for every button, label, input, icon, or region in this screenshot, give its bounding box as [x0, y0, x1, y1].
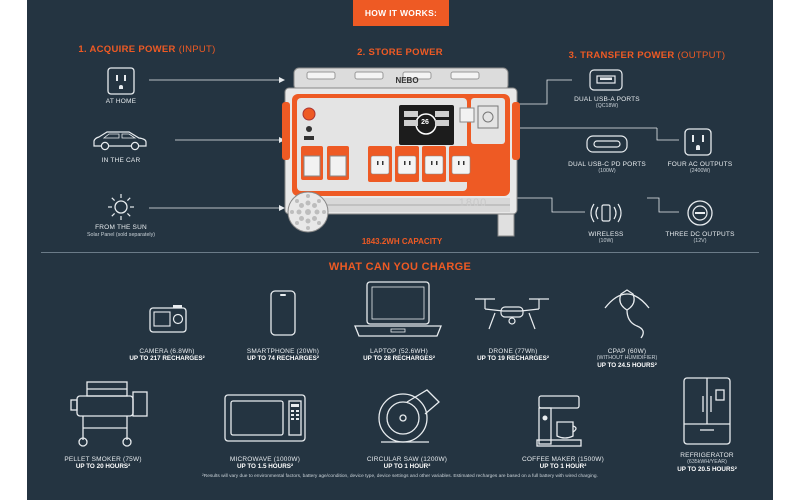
smartphone-label: SMARTPHONE (20Wh) [246, 348, 320, 355]
camera-label: CAMERA (6.8Wh) [139, 348, 195, 355]
laptop-icon [354, 281, 442, 337]
microwave-icon [224, 394, 306, 442]
action-camera-icon [149, 305, 187, 333]
saw-label: CIRCULAR SAW (1200W) [366, 456, 448, 463]
ac-outputs-spec: (2400W) [689, 168, 711, 174]
usb-a-icon [589, 69, 623, 91]
dc-outputs-spec: (12V) [693, 238, 707, 244]
wireless-spec: (10W) [598, 238, 614, 244]
saw-stat: UP TO 1 HOUR² [383, 463, 431, 470]
laptop-label: LAPTOP (52.6WH) [369, 348, 429, 355]
pellet-smoker-icon [70, 381, 148, 447]
ac-outputs-label: FOUR AC OUTPUTS [667, 161, 733, 168]
drone-stat: UP TO 19 RECHARGES² [477, 355, 549, 362]
smoker-label: PELLET SMOKER (75W) [64, 456, 142, 463]
how-it-works-badge: HOW IT WORKS: [353, 0, 449, 26]
infographic: HOW IT WORKS: 1. ACQUIRE POWER (INPUT) 2… [27, 0, 773, 500]
results-footnote: ²Results will vary due to environmental … [202, 474, 598, 479]
smoker-stat: UP TO 20 HOURS² [75, 463, 131, 470]
ac-outlet-icon [684, 128, 712, 156]
connector-lines [149, 77, 679, 213]
coffee-label: COFFEE MAKER (1500W) [521, 456, 605, 463]
camera-stat: UP TO 217 RECHARGES² [129, 355, 205, 362]
smartphone-stat: UP TO 74 RECHARGES² [247, 355, 319, 362]
wireless-label: WIRELESS [588, 231, 624, 238]
dc-output-icon [687, 200, 713, 226]
drone-label: DRONE (77Wh) [488, 348, 538, 355]
usb-a-label: DUAL USB-A PORTS [574, 96, 640, 103]
fridge-label: REFRIGERATOR [680, 452, 734, 459]
acquire-power-title: 1. ACQUIRE POWER [78, 44, 176, 55]
smartphone-icon [270, 290, 296, 336]
power-station [282, 67, 520, 237]
drone-icon [475, 298, 549, 330]
usb-c-label: DUAL USB-C PD PORTS [568, 161, 646, 168]
station-model: 1800 [458, 197, 488, 209]
input-car-label: IN THE CAR [101, 157, 141, 164]
refrigerator-icon [683, 377, 731, 445]
acquire-power-note: (INPUT) [178, 44, 216, 55]
input-sun-note: Solar Panel (sold separately) [86, 232, 156, 238]
station-brand: NEBO [395, 76, 419, 85]
fridge-stat: UP TO 20.5 HOURS² [677, 466, 737, 473]
fridge-note: (635kWH/YEAR) [687, 459, 727, 465]
coffee-maker-icon [536, 395, 582, 447]
laptop-stat: UP TO 28 RECHARGES² [363, 355, 435, 362]
sun-icon [108, 194, 134, 220]
usb-c-spec: (100W) [598, 168, 616, 174]
circular-saw-icon [378, 389, 440, 443]
dc-outputs-label: THREE DC OUTPUTS [665, 231, 735, 238]
microwave-stat: UP TO 1.5 HOURS² [236, 463, 294, 470]
station-screen-value: 26 [421, 119, 429, 126]
what-can-you-charge-title: WHAT CAN YOU CHARGE [328, 261, 472, 273]
coffee-stat: UP TO 1 HOUR² [539, 463, 587, 470]
car-icon [93, 131, 147, 151]
transfer-power-title: 3. TRANSFER POWER [568, 50, 675, 61]
cpap-mask-icon [604, 289, 650, 339]
microwave-label: MICROWAVE (1000W) [229, 456, 301, 463]
wireless-charging-icon [590, 203, 622, 223]
usb-a-spec: (QC18W) [595, 103, 619, 109]
store-power-header: 2. STORE POWER [357, 47, 443, 58]
cpap-note: (WITHOUT HUMIDIFIER) [596, 355, 658, 361]
transfer-power-note: (OUTPUT) [677, 50, 726, 61]
capacity-label: 1843.2WH CAPACITY [361, 237, 443, 246]
cpap-label: CPAP (60W) [607, 348, 647, 355]
usb-c-icon [586, 135, 628, 153]
wall-outlet-icon [107, 67, 135, 95]
input-sun-label: FROM THE SUN [95, 224, 147, 231]
transfer-power-header: 3. TRANSFER POWER (OUTPUT) [569, 50, 726, 61]
input-home-label: AT HOME [105, 98, 137, 105]
cpap-stat: UP TO 24.5 HOURS² [597, 362, 657, 369]
section-divider [41, 252, 759, 253]
acquire-power-header: 1. ACQUIRE POWER (INPUT) [78, 44, 215, 55]
